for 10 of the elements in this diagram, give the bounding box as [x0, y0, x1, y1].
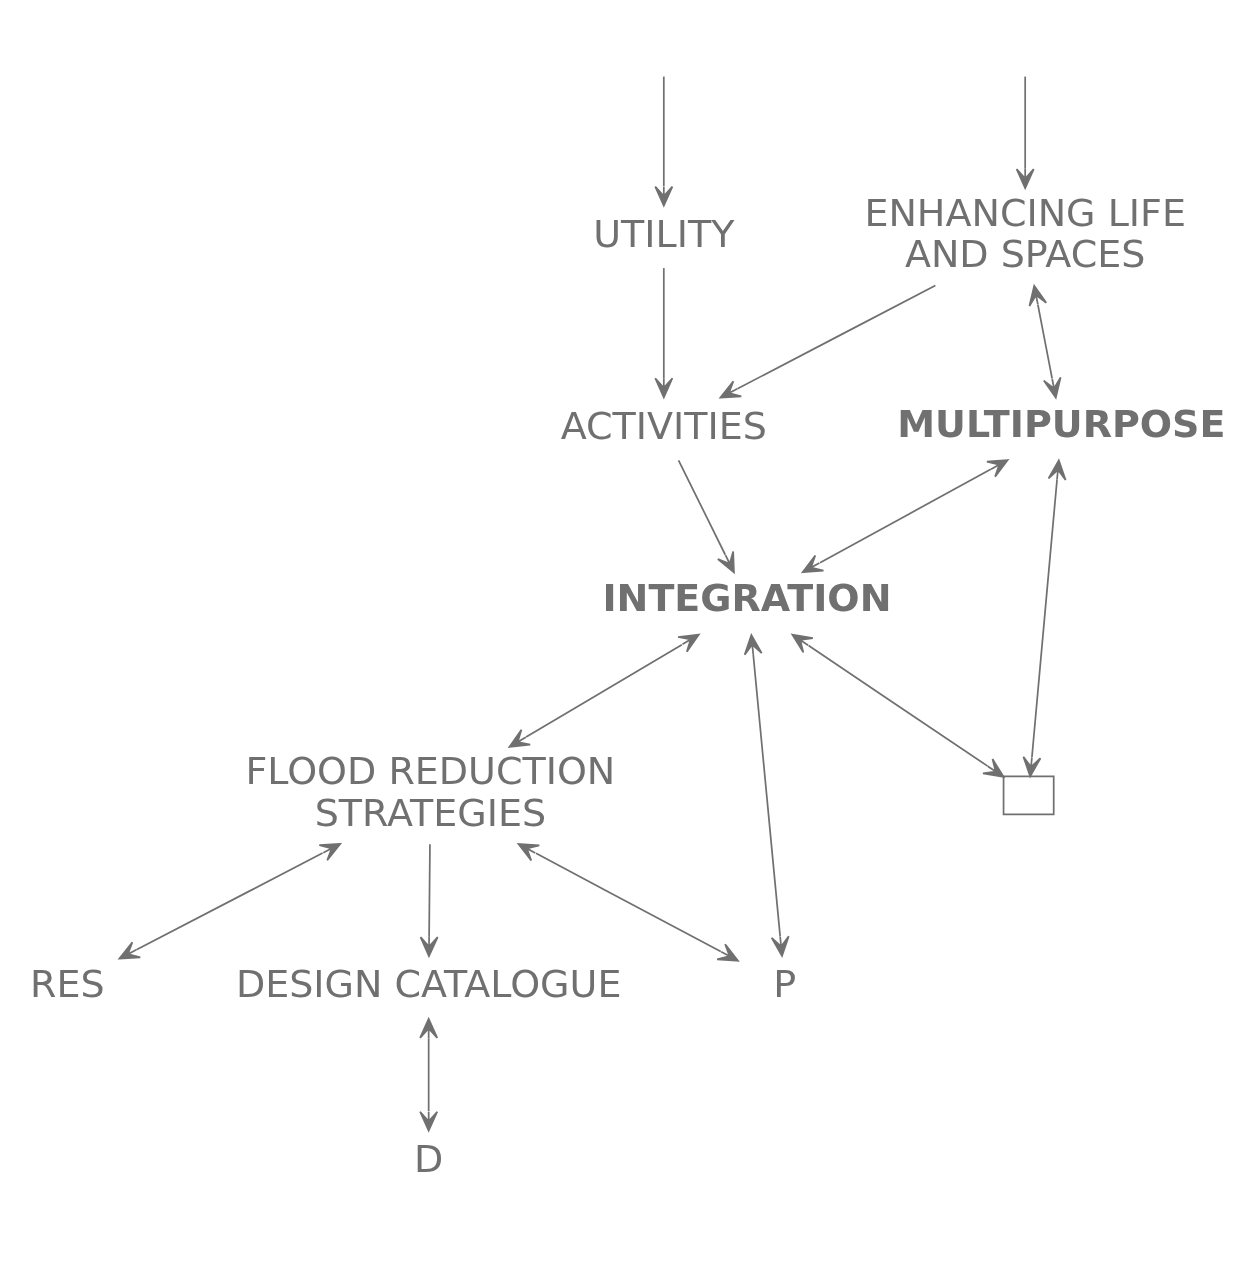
node-text: FLOOD REDUCTION STRATEGIES: [245, 749, 616, 835]
node-text: ACTIVITIES: [560, 403, 767, 448]
node-text: DESIGN CATALOGUE: [235, 962, 622, 1007]
node-text: UTILITY: [593, 211, 735, 256]
node-text: P: [773, 962, 797, 1007]
node-text: RES: [30, 962, 105, 1007]
node-text: ENHANCING LIFE AND SPACES: [864, 190, 1186, 277]
node-text: INTEGRATION: [602, 576, 892, 621]
node-text: D: [414, 1136, 444, 1181]
node-text: MULTIPURPOSE: [897, 401, 1226, 446]
